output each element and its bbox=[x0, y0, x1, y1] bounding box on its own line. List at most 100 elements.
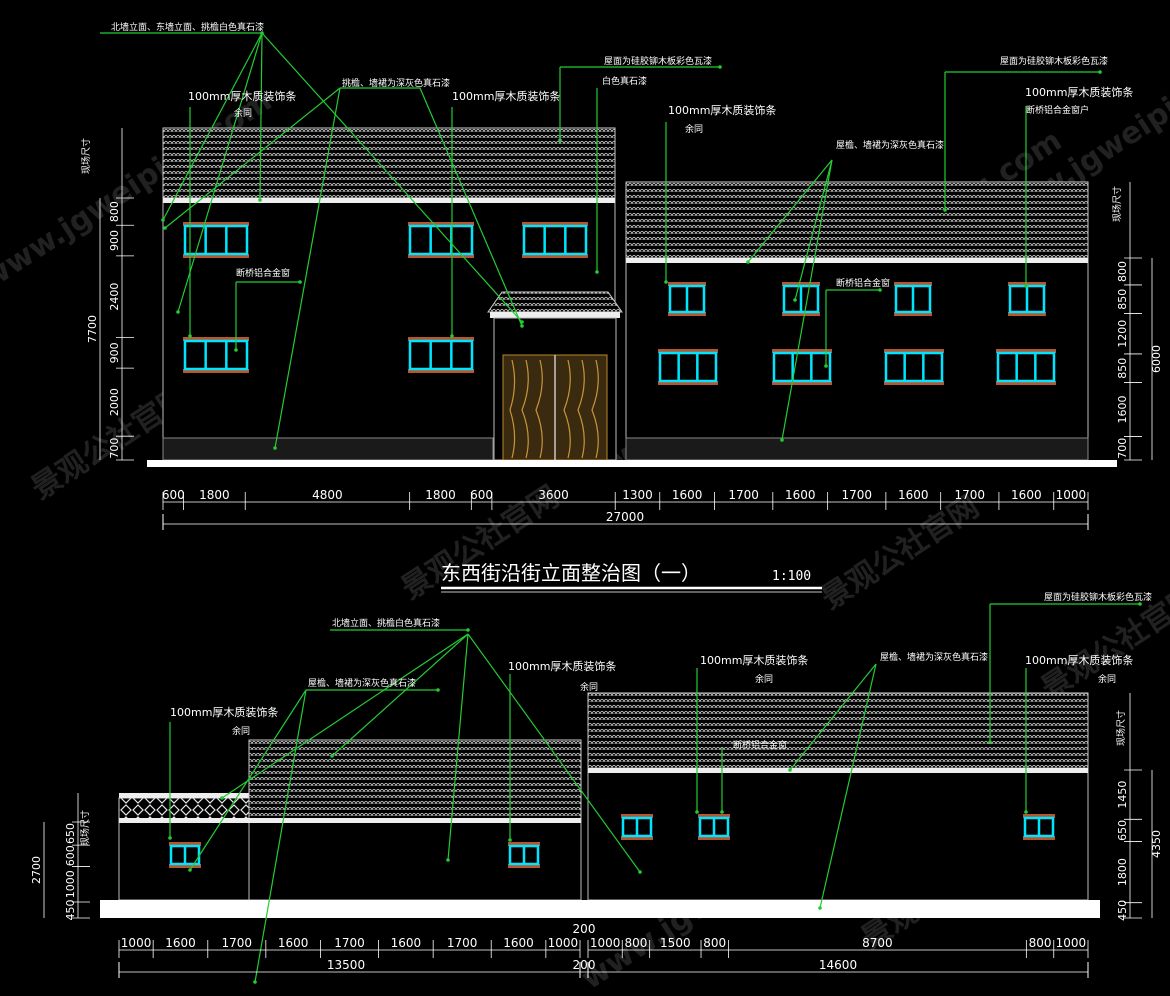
bot-dim-hl-0: 1000 bbox=[121, 936, 152, 950]
top-dim-h-12: 1700 bbox=[955, 488, 986, 502]
bot-dim-vl-1: 600 bbox=[64, 845, 77, 866]
top-dim-h-10: 1700 bbox=[841, 488, 872, 502]
window bbox=[621, 814, 653, 840]
window bbox=[408, 222, 474, 258]
label-roof_tile_1: 屋面为硅胶铆木板彩色瓦漆 bbox=[604, 55, 712, 67]
top-dim-h-13: 1600 bbox=[1011, 488, 1042, 502]
top-left-eave bbox=[163, 198, 615, 203]
top-dim-vr-4: 1600 bbox=[1116, 396, 1129, 424]
label-north_east_wall: 北墙立面、东墙立面、挑檐白色真石漆 bbox=[111, 21, 264, 33]
leader-line bbox=[259, 32, 263, 201]
top-dim-vl-1: 900 bbox=[108, 230, 121, 251]
bot-dim-hr-2: 1500 bbox=[660, 936, 691, 950]
label-same_4: 余同 bbox=[1098, 673, 1116, 685]
label-wood_strip_4: 100mm厚木质装饰条 bbox=[1025, 85, 1133, 99]
top-dim-vr-2: 1200 bbox=[1116, 320, 1129, 348]
top-left-roof bbox=[162, 127, 616, 199]
bot-dim-hr-6: 1000 bbox=[1056, 936, 1087, 950]
bottom-leader-lines bbox=[168, 602, 1142, 984]
top-right-plinth bbox=[625, 437, 1089, 461]
window bbox=[996, 349, 1056, 385]
bot-dim-hl-2: 1700 bbox=[222, 936, 253, 950]
bot-dim-hl-3: 1600 bbox=[278, 936, 309, 950]
bot-dim-vl-0: 650 bbox=[64, 823, 77, 844]
bot-dim-hl-4: 1700 bbox=[334, 936, 365, 950]
leader-line bbox=[789, 663, 877, 771]
bottom-middle-roof bbox=[248, 739, 582, 823]
top-dim-vr-total: 6000 bbox=[1150, 345, 1163, 373]
label-same_1: 余同 bbox=[234, 107, 252, 119]
bottom-middle-eave bbox=[119, 818, 581, 823]
top-right-eave bbox=[626, 258, 1088, 263]
window bbox=[658, 349, 718, 385]
top-gate-eave bbox=[490, 312, 620, 318]
label-wood_strip_3: 100mm厚木质装饰条 bbox=[700, 653, 808, 667]
label-wood_strip_1: 100mm厚木质装饰条 bbox=[188, 89, 296, 103]
label-site_size_left: 现场尺寸 bbox=[79, 810, 91, 846]
label-wood_strip_2: 100mm厚木质装饰条 bbox=[508, 659, 616, 673]
leader-line bbox=[274, 87, 341, 449]
top-dim-vr-1: 850 bbox=[1116, 289, 1129, 310]
bottom-left-cap bbox=[119, 793, 249, 798]
top-dim-vr-3: 850 bbox=[1116, 358, 1129, 379]
bottom-labels: 北墙立面、挑檐白色真石漆屋檐、墙裙为深灰色真石漆100mm厚木质装饰条余同100… bbox=[79, 591, 1152, 846]
window bbox=[884, 349, 944, 385]
label-site_size_left: 现场尺寸 bbox=[80, 138, 92, 174]
window bbox=[183, 222, 249, 258]
bottom-ground-line bbox=[100, 900, 1100, 918]
label-wood_strip_3: 100mm厚木质装饰条 bbox=[668, 103, 776, 117]
top-ground-line bbox=[147, 460, 1117, 467]
top-dim-h-9: 1600 bbox=[785, 488, 816, 502]
label-eave_gray: 挑檐、墙裙为深灰色真石漆 bbox=[342, 77, 450, 89]
drawing-title-block: 东西街沿街立面整治图（一） 1:100 bbox=[441, 561, 822, 593]
label-same_3: 余同 bbox=[755, 673, 773, 685]
top-dim-vr-5: 700 bbox=[1116, 438, 1129, 459]
leader-line bbox=[340, 87, 523, 327]
leader-line bbox=[164, 87, 341, 229]
bot-dim-hl-8: 1000 bbox=[548, 936, 579, 950]
window bbox=[772, 349, 832, 385]
label-roof_tile_2: 屋面为硅胶铆木板彩色瓦漆 bbox=[1000, 55, 1108, 67]
top-dim-total: 27000 bbox=[606, 510, 644, 524]
bot-dim-vl-total: 2700 bbox=[30, 856, 43, 884]
top-dim-vl-4: 2000 bbox=[108, 388, 121, 416]
label-site_size_right: 现场尺寸 bbox=[1115, 710, 1127, 746]
leader-line bbox=[261, 32, 523, 323]
window bbox=[1023, 814, 1055, 840]
label-wood_strip_1: 100mm厚木质装饰条 bbox=[170, 705, 278, 719]
bot-dim-total-right: 14600 bbox=[819, 958, 857, 972]
bot-dim-vl-2: 1000 bbox=[64, 870, 77, 898]
label-window_alloy_2: 断桥铝合金窗 bbox=[236, 267, 290, 279]
leader-line bbox=[781, 159, 833, 441]
window bbox=[408, 337, 474, 373]
bottom-elevation: 北墙立面、挑檐白色真石漆屋檐、墙裙为深灰色真石漆100mm厚木质装饰条余同100… bbox=[30, 591, 1163, 984]
bot-dim-hr-3: 800 bbox=[703, 936, 726, 950]
label-window_alloy_1: 断桥铝合金窗户 bbox=[1026, 104, 1089, 116]
bot-dim-vl-3: 450 bbox=[64, 900, 77, 921]
watermark-text: 景观公社官网 bbox=[815, 489, 985, 616]
bot-dim-hl-1: 1600 bbox=[165, 936, 196, 950]
top-dim-h-5: 3600 bbox=[538, 488, 569, 502]
bottom-middle-building bbox=[248, 821, 582, 901]
top-dim-vl-3: 900 bbox=[108, 342, 121, 363]
bot-dim-hr-1: 800 bbox=[624, 936, 647, 950]
leader-line bbox=[254, 689, 307, 983]
leader-line bbox=[447, 633, 469, 861]
label-window_alloy_3: 断桥铝合金窗 bbox=[836, 277, 890, 289]
window bbox=[894, 282, 932, 316]
window bbox=[183, 337, 249, 373]
leader-line bbox=[467, 633, 641, 873]
window bbox=[522, 222, 588, 258]
label-same_2: 余同 bbox=[580, 681, 598, 693]
leader-line bbox=[794, 159, 833, 301]
bot-dim-vr-3: 450 bbox=[1116, 900, 1129, 921]
leader-line bbox=[162, 32, 263, 221]
label-roof_tile: 屋面为硅胶铆木板彩色瓦漆 bbox=[1044, 591, 1152, 603]
label-same_1: 余同 bbox=[232, 725, 250, 737]
bot-dim-gap: 200 bbox=[573, 958, 596, 972]
top-dim-vl-total: 7700 bbox=[86, 315, 99, 343]
top-dim-vr-0: 800 bbox=[1116, 261, 1129, 282]
top-left-plinth bbox=[162, 437, 494, 461]
